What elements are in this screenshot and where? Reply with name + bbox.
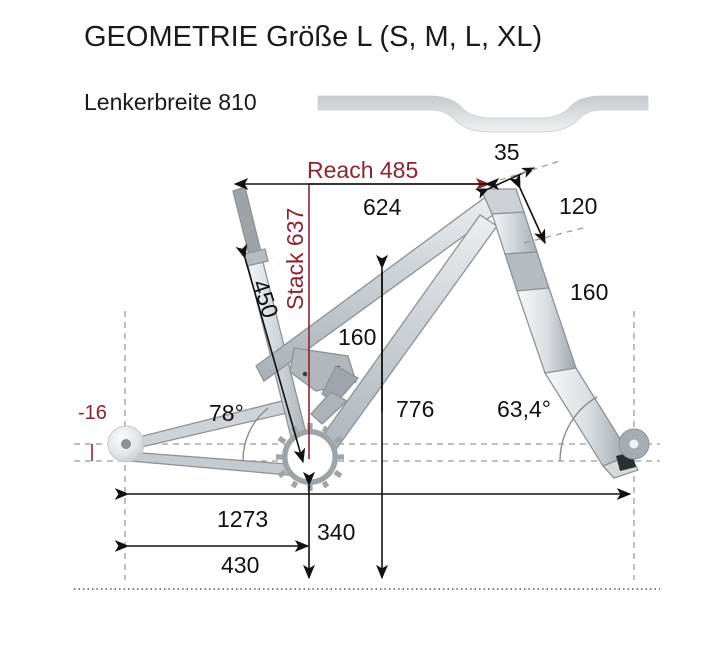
spacer-dim-line xyxy=(475,167,535,199)
rear-shock-shaft xyxy=(310,391,349,425)
seat-angle-label: 78° xyxy=(209,400,244,426)
head-tube-dim-line xyxy=(509,173,546,245)
spacer-label: 35 xyxy=(494,139,520,165)
head-angle-label: 63,4° xyxy=(497,396,551,422)
wheelbase-label: 1273 xyxy=(217,506,268,532)
head-tube-label: 120 xyxy=(559,193,597,219)
front-axle xyxy=(629,439,639,449)
reference-lines xyxy=(74,311,660,590)
rear-axle xyxy=(121,439,131,449)
rear-travel-label: 160 xyxy=(338,324,376,350)
fork-crown xyxy=(504,251,550,292)
fork-lower-leg xyxy=(543,367,631,467)
dimension-lines xyxy=(114,159,632,580)
stack-label: Stack 637 xyxy=(282,208,308,310)
page-title: GEOMETRIE Größe L (S, M, L, XL) xyxy=(84,21,542,53)
reach-label: Reach 485 xyxy=(307,157,418,183)
handlebar-graphic xyxy=(317,95,649,133)
down-tube xyxy=(300,214,498,478)
front-center-label: 776 xyxy=(396,396,434,422)
handlebar-width-label: Lenkerbreite 810 xyxy=(84,89,257,115)
chainstay-label: 430 xyxy=(221,552,259,578)
head-tube xyxy=(491,211,538,255)
fork-travel-label: 160 xyxy=(570,279,608,305)
head-angle-arc xyxy=(559,396,598,462)
bb-height-label: 340 xyxy=(317,519,355,545)
seat-tube-dim-line xyxy=(235,243,306,464)
bb-drop-label: -16 xyxy=(78,402,107,424)
seat-tube-label: 450 xyxy=(247,277,284,322)
fork-stanchion xyxy=(516,287,577,374)
chainstay xyxy=(128,451,301,477)
pivot-bolt-rear xyxy=(302,371,308,377)
top-tube-label: 624 xyxy=(363,194,402,220)
